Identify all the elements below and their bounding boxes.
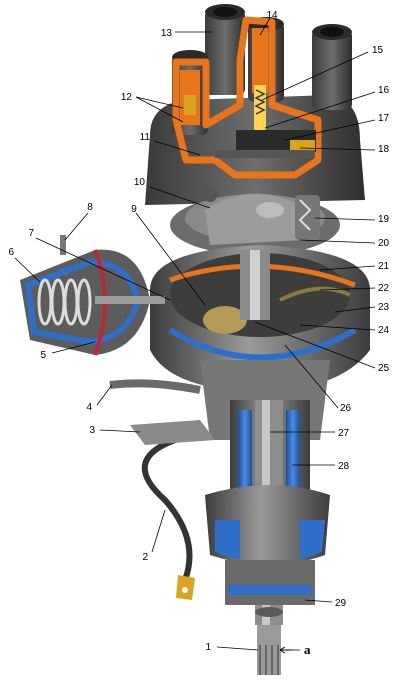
ground-wire — [109, 379, 215, 600]
carbon-spring — [254, 89, 266, 115]
callout-7: 7 — [28, 228, 34, 239]
callout-4: 4 — [86, 402, 92, 413]
cap-cutaway — [172, 16, 322, 179]
callout-17: 17 — [378, 113, 390, 124]
mounting-bracket — [130, 420, 215, 445]
vacuum-advance — [20, 235, 165, 356]
callout-29: 29 — [335, 598, 347, 609]
callout-14: 14 — [266, 10, 278, 21]
callout-3: 3 — [89, 425, 95, 436]
callout-16: 16 — [378, 85, 390, 96]
callout-labels: 1 2 3 4 5 6 7 8 9 10 11 12 13 14 15 16 1… — [8, 10, 389, 657]
callout-13: 13 — [161, 28, 173, 39]
callout-20: 20 — [378, 238, 390, 249]
callout-6: 6 — [8, 247, 14, 258]
callout-22: 22 — [378, 283, 390, 294]
callout-26: 26 — [340, 403, 352, 414]
distributor-housing — [150, 245, 370, 392]
drive-shaft — [257, 625, 281, 675]
callout-27: 27 — [338, 428, 350, 439]
callout-15: 15 — [372, 45, 384, 56]
rotation-marker-a: a — [304, 642, 311, 657]
arrow-icon — [279, 646, 292, 654]
callout-12: 12 — [121, 92, 133, 103]
callout-1: 1 — [205, 642, 211, 653]
callout-9: 9 — [131, 204, 137, 215]
callout-21: 21 — [378, 261, 390, 272]
callout-24: 24 — [378, 325, 390, 336]
callout-11: 11 — [140, 132, 151, 143]
callout-25: 25 — [378, 363, 390, 374]
callout-19: 19 — [378, 214, 390, 225]
distributor-shank — [200, 360, 330, 675]
breaker-cam — [203, 306, 247, 334]
distributor-cap — [145, 4, 365, 205]
callout-28: 28 — [338, 461, 350, 472]
callout-5: 5 — [40, 350, 46, 361]
callout-18: 18 — [378, 144, 390, 155]
breaker-mechanism — [170, 188, 340, 255]
callout-8: 8 — [87, 202, 93, 213]
callout-2: 2 — [142, 552, 148, 563]
vacuum-spring — [37, 278, 92, 326]
callout-10: 10 — [134, 177, 146, 188]
callout-23: 23 — [378, 302, 390, 313]
